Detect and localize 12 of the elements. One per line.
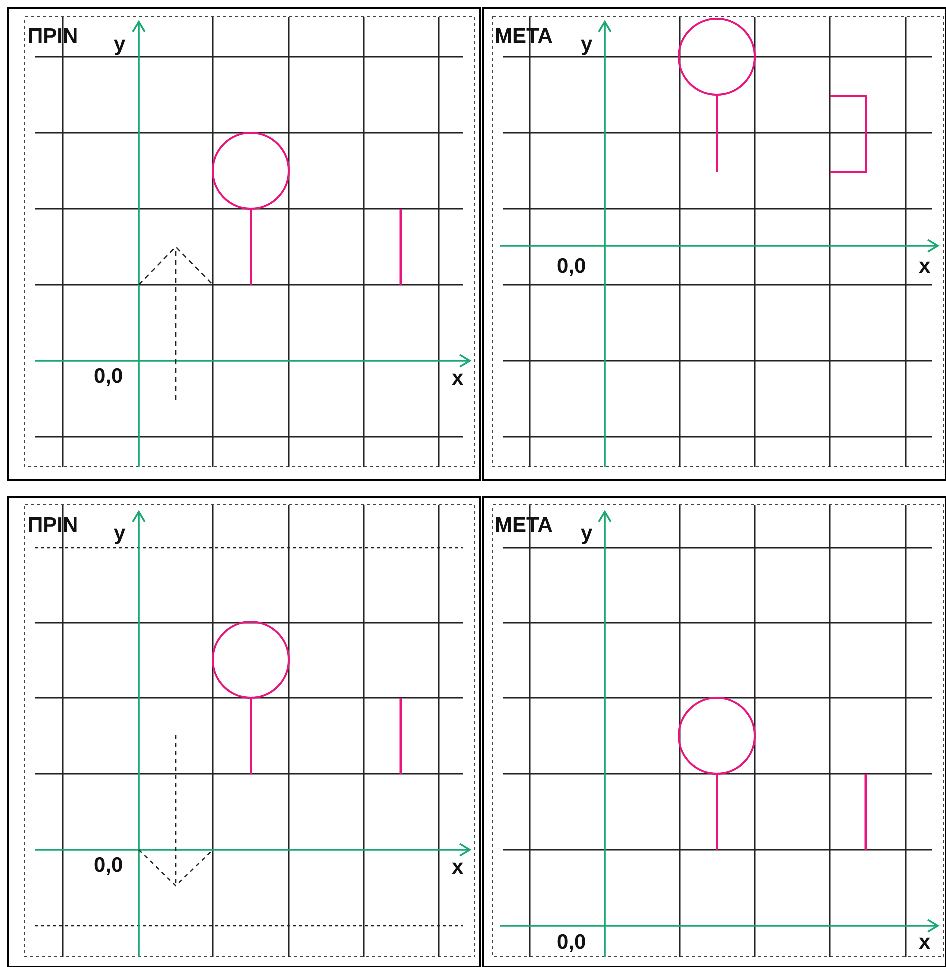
axis-label: x <box>919 932 931 954</box>
origin-label: 0,0 <box>557 256 586 278</box>
axis-label: x <box>452 857 464 879</box>
axis-label: x <box>919 256 931 278</box>
axis-label: y <box>581 523 593 545</box>
origin-label: 0,0 <box>557 932 586 954</box>
axis-label: x <box>452 368 464 390</box>
axis-label: y <box>114 34 126 56</box>
axis-label: y <box>581 34 593 56</box>
origin-label: 0,0 <box>94 366 124 388</box>
origin-label: 0,0 <box>94 855 124 877</box>
axis-label: y <box>114 523 126 545</box>
